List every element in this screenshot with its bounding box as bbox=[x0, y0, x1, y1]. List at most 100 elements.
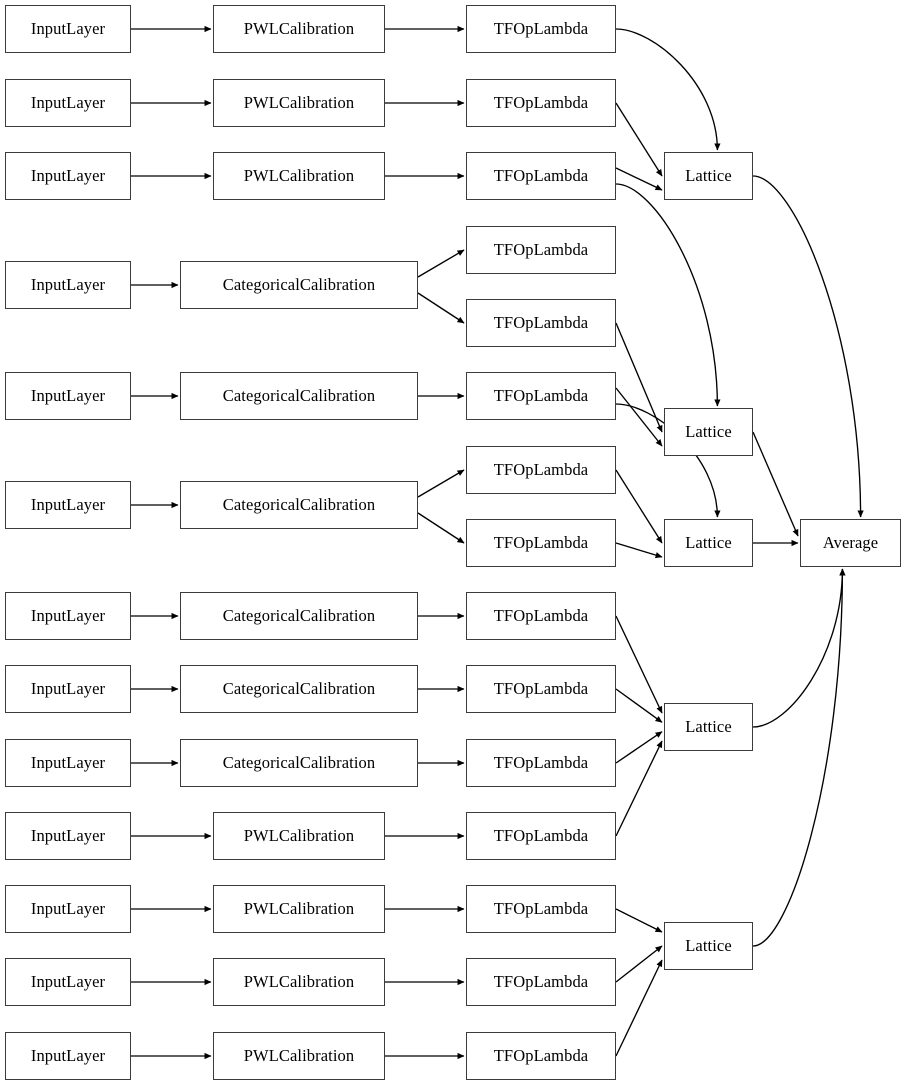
node-tfop-lambda-tf12[interactable]: TFOpLambda bbox=[466, 812, 616, 860]
edge-cal6-to-tf8 bbox=[417, 512, 465, 544]
node-tfop-lambda-tf2[interactable]: TFOpLambda bbox=[466, 79, 616, 127]
node-label: CategoricalCalibration bbox=[222, 752, 376, 772]
node-lattice-lat3[interactable]: Lattice bbox=[664, 519, 753, 567]
node-input-layer-in11[interactable]: InputLayer bbox=[5, 885, 131, 933]
node-label: TFOpLambda bbox=[493, 312, 589, 332]
node-label: InputLayer bbox=[30, 165, 106, 185]
node-label: CategoricalCalibration bbox=[222, 605, 376, 625]
node-tfop-lambda-tf7[interactable]: TFOpLambda bbox=[466, 446, 616, 494]
node-pwlcalibration-cal12[interactable]: PWLCalibration bbox=[213, 958, 385, 1006]
node-pwlcalibration-cal10[interactable]: PWLCalibration bbox=[213, 812, 385, 860]
edge-lat5-to-avg bbox=[752, 568, 846, 947]
node-label: InputLayer bbox=[30, 494, 106, 514]
node-input-layer-in3[interactable]: InputLayer bbox=[5, 152, 131, 200]
edge-lat1-to-avg bbox=[752, 175, 864, 518]
node-tfop-lambda-tf14[interactable]: TFOpLambda bbox=[466, 958, 616, 1006]
node-tfop-lambda-tf4[interactable]: TFOpLambda bbox=[466, 226, 616, 274]
node-pwlcalibration-cal1[interactable]: PWLCalibration bbox=[213, 5, 385, 53]
edge-tf2-to-lat1 bbox=[615, 102, 663, 177]
node-input-layer-in13[interactable]: InputLayer bbox=[5, 1032, 131, 1080]
node-label: Lattice bbox=[685, 165, 732, 185]
node-label: PWLCalibration bbox=[243, 1045, 355, 1065]
node-categorical-calibration-cal8[interactable]: CategoricalCalibration bbox=[180, 665, 418, 713]
node-label: Lattice bbox=[685, 532, 732, 552]
edge-tf3-to-lat2 bbox=[615, 183, 721, 407]
node-label: CategoricalCalibration bbox=[222, 385, 376, 405]
node-tfop-lambda-tf10[interactable]: TFOpLambda bbox=[466, 665, 616, 713]
node-input-layer-in12[interactable]: InputLayer bbox=[5, 958, 131, 1006]
node-label: TFOpLambda bbox=[493, 165, 589, 185]
node-label: Lattice bbox=[685, 716, 732, 736]
node-tfop-lambda-tf13[interactable]: TFOpLambda bbox=[466, 885, 616, 933]
edge-cal4-to-tf4 bbox=[417, 249, 465, 278]
node-label: TFOpLambda bbox=[493, 752, 589, 772]
edge-cal6-to-tf7 bbox=[417, 469, 465, 498]
node-label: PWLCalibration bbox=[243, 18, 355, 38]
node-categorical-calibration-cal7[interactable]: CategoricalCalibration bbox=[180, 592, 418, 640]
node-tfop-lambda-tf8[interactable]: TFOpLambda bbox=[466, 519, 616, 567]
node-pwlcalibration-cal2[interactable]: PWLCalibration bbox=[213, 79, 385, 127]
node-label: TFOpLambda bbox=[493, 825, 589, 845]
node-lattice-lat4[interactable]: Lattice bbox=[664, 703, 753, 751]
node-label: InputLayer bbox=[30, 752, 106, 772]
edge-tf15-to-lat5 bbox=[615, 959, 663, 1057]
node-lattice-lat2[interactable]: Lattice bbox=[664, 408, 753, 456]
edge-tf13-to-lat5 bbox=[615, 908, 663, 933]
edge-tf9-to-lat4 bbox=[615, 615, 663, 714]
node-input-layer-in9[interactable]: InputLayer bbox=[5, 739, 131, 787]
node-label: Lattice bbox=[685, 421, 732, 441]
node-label: InputLayer bbox=[30, 678, 106, 698]
node-input-layer-in7[interactable]: InputLayer bbox=[5, 592, 131, 640]
node-input-layer-in5[interactable]: InputLayer bbox=[5, 372, 131, 420]
node-tfop-lambda-tf6[interactable]: TFOpLambda bbox=[466, 372, 616, 420]
node-label: TFOpLambda bbox=[493, 971, 589, 991]
node-input-layer-in8[interactable]: InputLayer bbox=[5, 665, 131, 713]
node-label: TFOpLambda bbox=[493, 385, 589, 405]
node-label: InputLayer bbox=[30, 971, 106, 991]
node-input-layer-in4[interactable]: InputLayer bbox=[5, 261, 131, 309]
edge-lat2-to-avg bbox=[752, 431, 799, 537]
node-label: CategoricalCalibration bbox=[222, 678, 376, 698]
edge-tf1-to-lat1 bbox=[615, 28, 721, 151]
node-label: PWLCalibration bbox=[243, 898, 355, 918]
node-lattice-lat1[interactable]: Lattice bbox=[664, 152, 753, 200]
node-tfop-lambda-tf15[interactable]: TFOpLambda bbox=[466, 1032, 616, 1080]
node-pwlcalibration-cal11[interactable]: PWLCalibration bbox=[213, 885, 385, 933]
node-label: InputLayer bbox=[30, 605, 106, 625]
node-lattice-lat5[interactable]: Lattice bbox=[664, 922, 753, 970]
node-pwlcalibration-cal13[interactable]: PWLCalibration bbox=[213, 1032, 385, 1080]
edge-tf7-to-lat3 bbox=[615, 469, 663, 544]
node-label: InputLayer bbox=[30, 92, 106, 112]
node-tfop-lambda-tf1[interactable]: TFOpLambda bbox=[466, 5, 616, 53]
node-label: TFOpLambda bbox=[493, 92, 589, 112]
node-tfop-lambda-tf11[interactable]: TFOpLambda bbox=[466, 739, 616, 787]
node-label: TFOpLambda bbox=[493, 459, 589, 479]
node-tfop-lambda-tf5[interactable]: TFOpLambda bbox=[466, 299, 616, 347]
node-categorical-calibration-cal6[interactable]: CategoricalCalibration bbox=[180, 481, 418, 529]
node-tfop-lambda-tf9[interactable]: TFOpLambda bbox=[466, 592, 616, 640]
node-label: PWLCalibration bbox=[243, 165, 355, 185]
node-input-layer-in6[interactable]: InputLayer bbox=[5, 481, 131, 529]
node-input-layer-in10[interactable]: InputLayer bbox=[5, 812, 131, 860]
node-label: TFOpLambda bbox=[493, 605, 589, 625]
edge-tf11-to-lat4 bbox=[615, 731, 663, 764]
node-label: Lattice bbox=[685, 935, 732, 955]
node-label: InputLayer bbox=[30, 898, 106, 918]
node-input-layer-in1[interactable]: InputLayer bbox=[5, 5, 131, 53]
node-categorical-calibration-cal4[interactable]: CategoricalCalibration bbox=[180, 261, 418, 309]
node-label: TFOpLambda bbox=[493, 18, 589, 38]
edge-tf8-to-lat3 bbox=[615, 542, 663, 559]
node-pwlcalibration-cal3[interactable]: PWLCalibration bbox=[213, 152, 385, 200]
node-input-layer-in2[interactable]: InputLayer bbox=[5, 79, 131, 127]
node-categorical-calibration-cal5[interactable]: CategoricalCalibration bbox=[180, 372, 418, 420]
edge-tf5-to-lat2 bbox=[615, 322, 663, 433]
edge-cal4-to-tf5 bbox=[417, 292, 465, 324]
node-average-avg[interactable]: Average bbox=[800, 519, 901, 567]
node-label: TFOpLambda bbox=[493, 239, 589, 259]
edge-lat4-to-avg bbox=[752, 568, 846, 728]
node-categorical-calibration-cal9[interactable]: CategoricalCalibration bbox=[180, 739, 418, 787]
node-label: TFOpLambda bbox=[493, 1045, 589, 1065]
node-label: InputLayer bbox=[30, 18, 106, 38]
node-tfop-lambda-tf3[interactable]: TFOpLambda bbox=[466, 152, 616, 200]
